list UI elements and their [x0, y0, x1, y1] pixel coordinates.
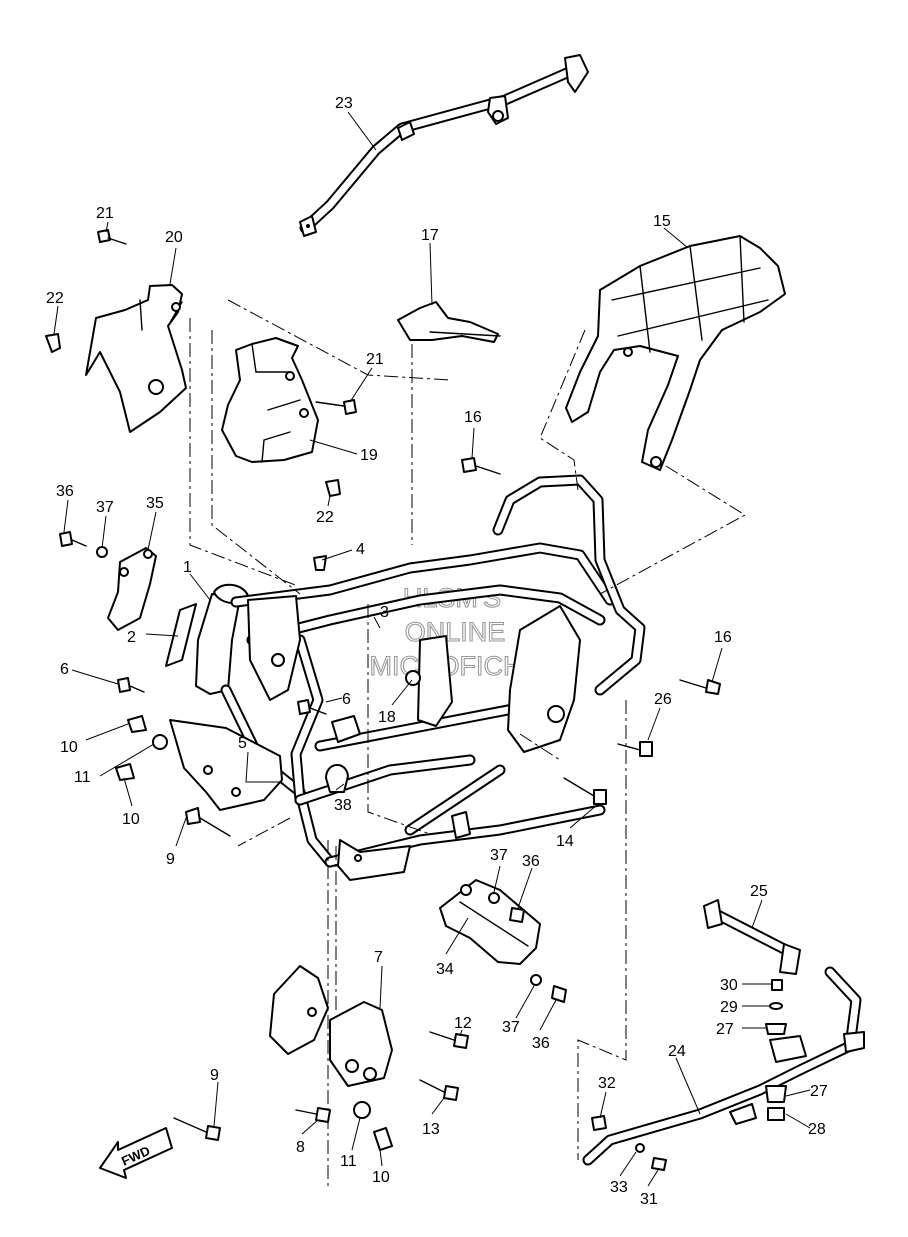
- part-23-rear-brace: [582, 966, 865, 1166]
- part-19-side-cover: [221, 337, 319, 463]
- callout-36-upper: 36: [56, 483, 74, 500]
- callout-24: 23: [335, 95, 353, 112]
- callout-32: 32: [598, 1075, 616, 1092]
- callout-37-mid: 37: [490, 847, 508, 864]
- callout-3: 3: [380, 604, 389, 621]
- callout-13: 13: [422, 1121, 440, 1138]
- part-34-engine-mount: [439, 879, 541, 965]
- callout-10-lower: 10: [372, 1169, 390, 1186]
- callout-labels: 23 15 20 21 22 17 21 19 22 16 36 37 35 4…: [46, 95, 828, 1208]
- callout-29: 29: [720, 999, 738, 1016]
- callout-22-lower: 22: [316, 509, 334, 526]
- callout-18: 18: [378, 709, 396, 726]
- callout-10-mid: 10: [122, 811, 140, 828]
- hardware: [45, 229, 787, 1171]
- callout-17: 17: [421, 227, 439, 244]
- callout-11-left: 11: [74, 769, 91, 786]
- callout-28: 28: [808, 1121, 826, 1138]
- part-17-bracket: [397, 301, 501, 343]
- callout-23: 24: [668, 1043, 686, 1060]
- callout-20: 20: [165, 229, 183, 246]
- callout-6-left: 6: [60, 661, 69, 678]
- callout-7: 7: [374, 949, 383, 966]
- part-15-rear-support: [565, 235, 786, 471]
- callout-21-upper: 21: [96, 205, 114, 222]
- callout-12: 12: [454, 1015, 472, 1032]
- callout-16-upper: 16: [464, 409, 482, 426]
- callout-38: 38: [334, 797, 352, 814]
- part-24-upper-bracket: [299, 54, 589, 237]
- part-2-decal: [165, 603, 197, 667]
- callout-31: 31: [640, 1191, 658, 1208]
- callout-10-left: 10: [60, 739, 78, 756]
- assembly-lines: [189, 299, 746, 1188]
- callout-8: 8: [296, 1139, 305, 1156]
- callout-34: 34: [436, 961, 454, 978]
- callout-37-lower: 37: [502, 1019, 520, 1036]
- callout-leaders: [53, 111, 811, 1187]
- callout-27-lower: 27: [810, 1083, 828, 1100]
- callout-5: 5: [238, 735, 247, 752]
- callout-15: 15: [653, 213, 671, 230]
- callout-33: 33: [610, 1179, 628, 1196]
- callout-9-upper: 9: [166, 851, 175, 868]
- callout-14: 14: [556, 833, 574, 850]
- callout-26: 26: [654, 691, 672, 708]
- callout-25: 25: [750, 883, 768, 900]
- callout-30: 30: [720, 977, 738, 994]
- callout-22-upper: 22: [46, 290, 64, 307]
- callout-2: 2: [127, 629, 136, 646]
- part-25-bracket: [703, 899, 801, 975]
- callout-11-lower: 11: [340, 1153, 357, 1170]
- callout-36-lower: 36: [532, 1035, 550, 1052]
- callout-27-upper: 27: [716, 1021, 734, 1038]
- callout-35: 35: [146, 495, 164, 512]
- callout-21-lower: 21: [366, 351, 384, 368]
- callout-9-lower: 9: [210, 1067, 219, 1084]
- part-7-front-mount: [269, 965, 393, 1087]
- part-38-clamp: [325, 764, 349, 793]
- fwd-arrow-icon: FWD: [99, 1127, 173, 1179]
- callout-1: 1: [183, 559, 192, 576]
- callout-6-center: 6: [342, 691, 351, 708]
- callout-36-mid: 36: [522, 853, 540, 870]
- callout-16-lower: 16: [714, 629, 732, 646]
- callout-19: 19: [360, 447, 378, 464]
- part-20-side-cover: [85, 284, 187, 433]
- callout-4: 4: [356, 541, 365, 558]
- callout-37-upper: 37: [96, 499, 114, 516]
- part-35-bracket: [107, 547, 157, 631]
